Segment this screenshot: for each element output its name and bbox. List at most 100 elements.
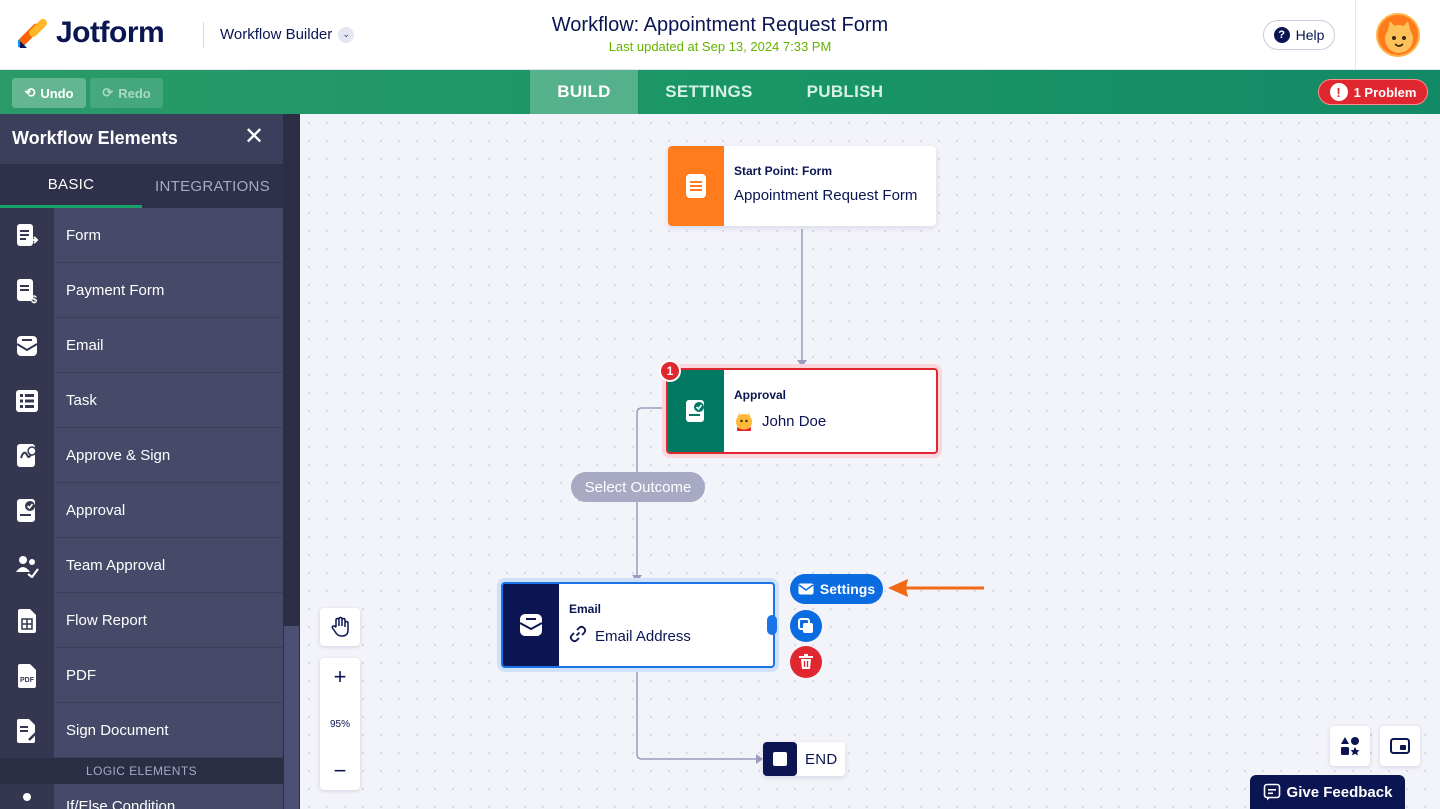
link-icon: [569, 625, 587, 647]
redo-label: Redo: [118, 85, 151, 101]
delete-button[interactable]: [790, 646, 822, 678]
task-icon: [0, 373, 54, 428]
logo-text: Jotform: [56, 16, 165, 49]
workflow-canvas[interactable]: Start Point: Form Appointment Request Fo…: [300, 114, 1440, 809]
help-label: Help: [1295, 27, 1325, 43]
undo-button[interactable]: ⟲ Undo: [12, 78, 86, 108]
sidebar-item-label: Payment Form: [54, 263, 283, 318]
sidebar-item-label: Team Approval: [54, 538, 283, 593]
email-node[interactable]: Email Email Address: [501, 582, 775, 668]
sidebar-item-if-else[interactable]: If/Else Condition: [0, 784, 283, 809]
email-icon: [503, 584, 559, 666]
elements-overview-button[interactable]: [1330, 726, 1370, 766]
node-body: Email Email Address: [559, 584, 691, 666]
node-body: Start Point: Form Appointment Request Fo…: [724, 146, 917, 226]
redo-icon: ⟳: [102, 85, 114, 100]
give-feedback-button[interactable]: Give Feedback: [1250, 775, 1405, 809]
jotform-logo[interactable]: Jotform: [18, 16, 165, 50]
minimap-icon: [1390, 738, 1410, 754]
sidebar-item-label: Approve & Sign: [54, 428, 283, 483]
redo-button[interactable]: ⟳ Redo: [90, 78, 163, 108]
sidebar-item-flow-report[interactable]: Flow Report: [0, 593, 283, 648]
sidebar-item-label: If/Else Condition: [54, 784, 283, 809]
sidebar-scrollbar-thumb[interactable]: [284, 626, 299, 809]
workflow-title: Workflow: Appointment Request Form: [551, 14, 889, 36]
approval-icon: [0, 483, 54, 538]
close-icon[interactable]: ✕: [244, 123, 265, 150]
header-divider: [203, 22, 204, 48]
sign-document-icon: [0, 703, 54, 758]
assignee-avatar: [736, 413, 752, 431]
jotform-logo-icon: [18, 19, 47, 48]
start-point-node[interactable]: Start Point: Form Appointment Request Fo…: [668, 146, 936, 226]
duplicate-button[interactable]: [790, 610, 822, 642]
connection-handle[interactable]: [767, 615, 777, 635]
tab-publish[interactable]: PUBLISH: [806, 82, 884, 101]
header-divider: [1355, 0, 1356, 70]
last-updated: Last updated at Sep 13, 2024 7:33 PM: [608, 39, 832, 54]
form-icon: [668, 146, 724, 226]
flow-report-icon: [0, 593, 54, 648]
select-outcome-button[interactable]: Select Outcome: [571, 472, 705, 502]
pan-tool-button[interactable]: [320, 608, 360, 646]
sidebar-content: Workflow Elements ✕ BASIC INTEGRATIONS F…: [0, 114, 283, 809]
svg-text:PDF: PDF: [20, 677, 35, 684]
problem-badge-button[interactable]: ! 1 Problem: [1318, 79, 1428, 105]
zoom-controls: + 95% −: [320, 658, 360, 790]
assignee-name: John Doe: [762, 412, 827, 430]
hand-icon: [331, 616, 349, 637]
problem-label: 1 Problem: [1353, 84, 1417, 100]
zoom-out-button[interactable]: −: [333, 758, 347, 783]
sidebar-item-label: Approval: [54, 483, 283, 538]
minimap-button[interactable]: [1380, 726, 1420, 766]
sidebar-item-label: Task: [54, 373, 283, 428]
tab-build[interactable]: BUILD: [530, 70, 638, 114]
sidebar-item-label: Sign Document: [54, 703, 283, 758]
alert-icon: !: [1329, 83, 1348, 101]
sidebar-item-payment-form[interactable]: $ Payment Form: [0, 263, 283, 318]
sidebar-item-label: PDF: [54, 648, 283, 703]
zoom-in-button[interactable]: +: [333, 664, 347, 689]
sidebar-item-email[interactable]: Email: [0, 318, 283, 373]
end-node[interactable]: END: [763, 742, 845, 776]
duplicate-icon: [798, 618, 813, 633]
undo-label: Undo: [40, 85, 74, 101]
tab-settings[interactable]: SETTINGS: [665, 82, 753, 101]
help-icon: ?: [1273, 27, 1290, 43]
avatar[interactable]: [1376, 13, 1420, 57]
sidebar-item-form[interactable]: Form: [0, 208, 283, 263]
envelope-icon: [798, 583, 814, 595]
chevron-down-icon: ⌄: [338, 26, 355, 43]
approval-node[interactable]: Approval John Doe: [666, 368, 938, 454]
error-count-badge[interactable]: 1: [659, 360, 681, 382]
sidebar-item-task[interactable]: Task: [0, 373, 283, 428]
email-icon: [0, 318, 54, 373]
node-type: Email: [569, 602, 602, 616]
stop-icon: [763, 742, 797, 776]
recipient-label: Email Address: [595, 627, 691, 645]
builder-switcher[interactable]: Workflow Builder ⌄: [220, 26, 355, 43]
pdf-icon: PDF: [0, 648, 54, 703]
sidebar-item-label: Email: [54, 318, 283, 373]
tab-integrations[interactable]: INTEGRATIONS: [155, 177, 270, 195]
builder-label: Workflow Builder: [220, 26, 333, 43]
tab-basic[interactable]: BASIC: [0, 164, 142, 208]
avatar-image: [1385, 21, 1413, 55]
feedback-label: Give Feedback: [1286, 783, 1393, 801]
sidebar-item-sign-document[interactable]: Sign Document: [0, 703, 283, 758]
node-recipient: Email Address: [569, 625, 691, 647]
sidebar-item-team-approval[interactable]: Team Approval: [0, 538, 283, 593]
sidebar-item-approval[interactable]: Approval: [0, 483, 283, 538]
node-settings-button[interactable]: Settings: [790, 574, 883, 604]
condition-icon: [0, 784, 54, 809]
logic-elements-header: LOGIC ELEMENTS: [0, 758, 283, 784]
node-type: Start Point: Form: [734, 164, 832, 178]
sidebar-item-approve-sign[interactable]: Approve & Sign: [0, 428, 283, 483]
svg-text:$: $: [31, 294, 37, 304]
workflow-toolbar: ⟲ Undo ⟳ Redo BUILD SETTINGS PUBLISH: [0, 70, 1440, 114]
node-form-name: Appointment Request Form: [734, 187, 918, 204]
settings-label: Settings: [819, 581, 876, 597]
sidebar-item-pdf[interactable]: PDF PDF: [0, 648, 283, 703]
help-button[interactable]: ? Help: [1263, 20, 1335, 50]
form-icon: [0, 208, 54, 263]
